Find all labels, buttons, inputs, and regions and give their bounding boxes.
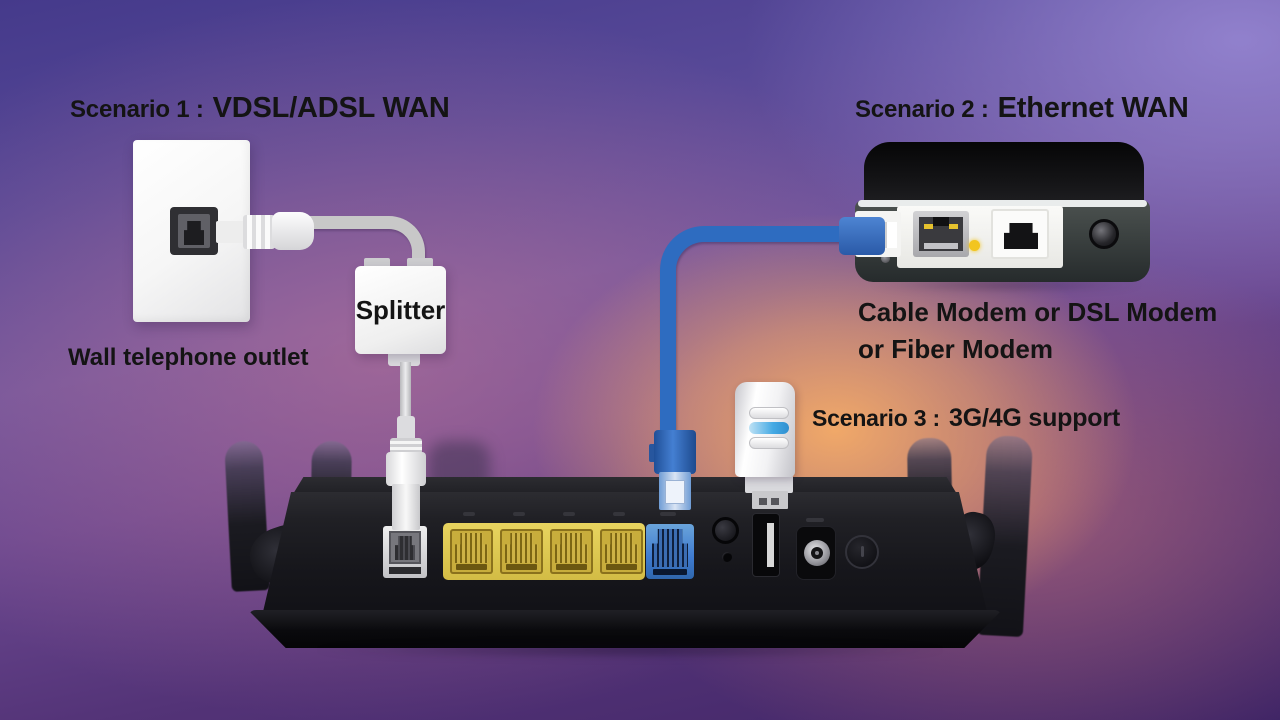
- rj45-plug-window: [665, 480, 685, 504]
- modem-caption: Cable Modem or DSL Modem or Fiber Modem: [858, 294, 1217, 368]
- dongle-slot: [749, 437, 789, 449]
- heading-scenario2: Scenario 2 : Ethernet WAN: [855, 92, 1189, 125]
- usb-port-tongue: [767, 523, 774, 567]
- wall-outlet-jack: [170, 207, 218, 255]
- modem-wan-slot: [885, 222, 897, 248]
- dongle-usb-connector: [752, 491, 788, 509]
- outlet-plug-tip: [216, 221, 246, 243]
- modem-top-strip: [858, 200, 1147, 207]
- reset-hole: [722, 552, 732, 562]
- modem-lan-port-bar: [924, 243, 958, 249]
- modem-round-connector: [1089, 219, 1119, 249]
- lan-pin-bar: [506, 564, 537, 570]
- lan-pin-bar: [456, 564, 487, 570]
- lan-jack: [455, 533, 488, 563]
- lan-port-1: [450, 529, 493, 574]
- lan-port-4: [600, 529, 643, 574]
- outlet-plug-boot: [272, 212, 314, 250]
- dc-jack-pin: [815, 551, 819, 555]
- lan-jack: [605, 533, 638, 563]
- heading-scenario3: Scenario 3 : 3G/4G support: [812, 404, 1120, 433]
- ethernet-plug-modem: [839, 217, 885, 255]
- modem-screw: [881, 254, 890, 263]
- dongle-slot: [749, 407, 789, 419]
- phone-port-jack: [395, 536, 415, 560]
- splitter: Splitter: [355, 266, 446, 354]
- usb-dongle: [735, 382, 795, 477]
- splitter-cable: [400, 362, 411, 422]
- power-icon: [861, 546, 864, 557]
- lan-pin-bar: [606, 564, 637, 570]
- port-label-mark: [463, 512, 475, 516]
- modem-second-port: [991, 209, 1049, 259]
- scenario2-title: Ethernet WAN: [997, 92, 1189, 124]
- rj11-plug-body: [386, 452, 426, 486]
- wps-button: [712, 517, 739, 544]
- port-label-mark: [563, 512, 575, 516]
- dc-power-jack: [796, 526, 836, 580]
- wan-pin-bar: [653, 569, 687, 575]
- outlet-plug-ridges: [243, 215, 275, 249]
- port-label-mark: [513, 512, 525, 516]
- usb-port: [752, 513, 780, 577]
- heading-scenario1: Scenario 1 : VDSL/ADSL WAN: [70, 92, 450, 125]
- scenario3-title: 3G/4G support: [949, 404, 1121, 432]
- phone-port-label-strip: [389, 567, 421, 574]
- scenario1-prefix: Scenario 1 :: [70, 96, 204, 123]
- rj45-plug-tip: [659, 472, 691, 510]
- modem-caption-line2: or Fiber Modem: [858, 334, 1054, 364]
- lan-port-2: [500, 529, 543, 574]
- rj11-opening: [184, 221, 204, 245]
- lan-jack: [555, 533, 588, 563]
- rj45-plug-body: [654, 430, 696, 474]
- usb-pin: [759, 498, 767, 505]
- port-label-mark: [806, 518, 824, 522]
- wan-jack: [652, 529, 688, 567]
- dongle-neck: [745, 475, 793, 493]
- usb-pin: [771, 498, 779, 505]
- router-base: [248, 610, 1002, 648]
- phone-port: [383, 526, 427, 578]
- rj11-plug-rings: [390, 438, 422, 454]
- wan-port: [646, 524, 694, 579]
- rj11-plug-boot: [397, 416, 415, 444]
- router-shadow: [310, 642, 950, 658]
- scenario2-prefix: Scenario 2 :: [855, 96, 989, 123]
- modem-lan-pins: [949, 224, 958, 229]
- splitter-label: Splitter: [355, 294, 446, 325]
- port-label-mark: [613, 512, 625, 516]
- rj45-plug-clip: [649, 444, 658, 462]
- dongle-led: [749, 422, 789, 434]
- port-label-mark: [660, 512, 676, 516]
- rj11-plug-tip: [392, 484, 420, 530]
- lan-jack: [505, 533, 538, 563]
- lan-pin-bar: [556, 564, 587, 570]
- power-button: [845, 535, 879, 569]
- wall-outlet-caption: Wall telephone outlet: [68, 344, 309, 371]
- modem-lan-port: [913, 211, 969, 257]
- scenario1-title: VDSL/ADSL WAN: [212, 92, 450, 124]
- modem-top-cap: [864, 142, 1144, 206]
- modem-lan-port-tab: [933, 217, 949, 226]
- modem-lan-pins: [924, 224, 933, 229]
- modem-second-port-jack: [1004, 223, 1038, 249]
- lan-port-3: [550, 529, 593, 574]
- ethernet-cable: [660, 226, 860, 452]
- modem-led: [969, 240, 980, 251]
- modem-caption-line1: Cable Modem or DSL Modem: [858, 297, 1218, 327]
